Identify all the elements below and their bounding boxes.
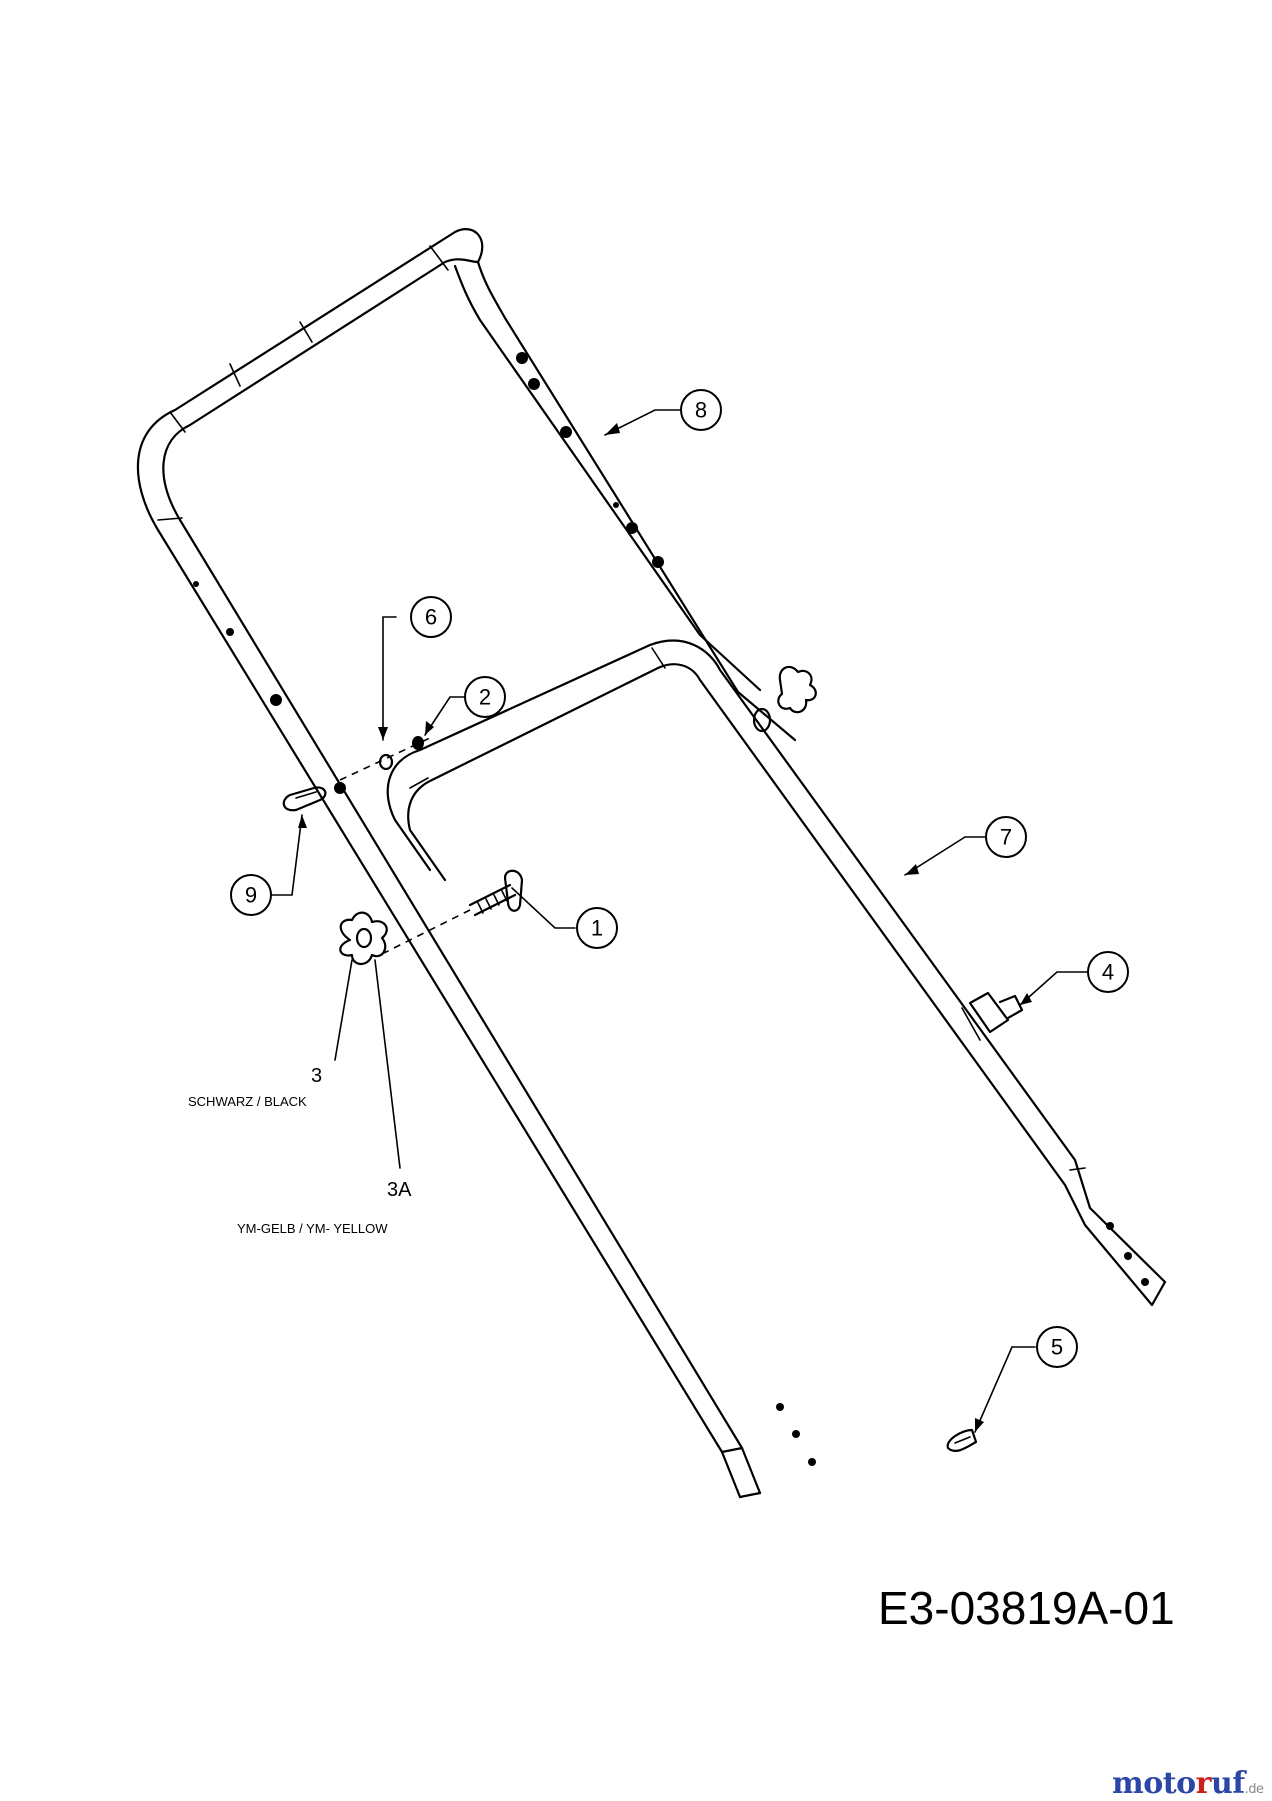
callout-6[interactable]: 6 — [410, 596, 452, 638]
part-3a-label: 3A — [387, 1179, 412, 1201]
callout-1[interactable]: 1 — [576, 907, 618, 949]
lower-handle-part-7 — [386, 639, 1167, 1307]
star-knob-part-3 — [339, 911, 388, 966]
end-cap-part-5 — [946, 1428, 978, 1452]
part-3a-color-note: YM-GELB / YM- YELLOW — [237, 1221, 388, 1236]
callout-5[interactable]: 5 — [1036, 1326, 1078, 1368]
callout-7-label: 7 — [1000, 825, 1012, 850]
leader-lines — [271, 409, 1088, 1433]
callout-9[interactable]: 9 — [230, 874, 272, 916]
callout-4-label: 4 — [1102, 960, 1114, 985]
watermark-part3: uf — [1210, 1766, 1245, 1801]
nut-part-2 — [412, 736, 424, 750]
callout-6-label: 6 — [425, 605, 437, 630]
callout-2-label: 2 — [479, 685, 491, 710]
callout-8-label: 8 — [695, 398, 707, 423]
handle-knob — [777, 665, 817, 714]
assembly-line-washer — [339, 737, 431, 781]
part-3-label: 3 — [311, 1065, 322, 1087]
callout-4[interactable]: 4 — [1087, 951, 1129, 993]
carriage-bolt-part-1 — [468, 869, 524, 917]
upper-handle-part-8 — [136, 228, 816, 1499]
watermark-part2: r — [1195, 1766, 1212, 1801]
callout-9-label: 9 — [245, 883, 257, 908]
callout-8[interactable]: 8 — [680, 389, 722, 431]
leader-arrowheads — [298, 423, 1032, 1432]
watermark-logo: motoruf.de — [1112, 1766, 1264, 1801]
assembly-line-bolt — [379, 909, 471, 956]
callout-1-label: 1 — [591, 916, 603, 941]
watermark-tld: .de — [1244, 1782, 1264, 1797]
callout-2[interactable]: 2 — [464, 676, 506, 718]
drawing-number: E3-03819A-01 — [878, 1582, 1175, 1634]
cable-guide-part-4 — [961, 991, 1024, 1041]
callout-5-label: 5 — [1051, 1335, 1063, 1360]
part-3-color-note: SCHWARZ / BLACK — [188, 1094, 307, 1109]
callout-7[interactable]: 7 — [985, 816, 1027, 858]
watermark-part1: moto — [1112, 1766, 1196, 1801]
cable-clip-part-9 — [282, 786, 327, 812]
